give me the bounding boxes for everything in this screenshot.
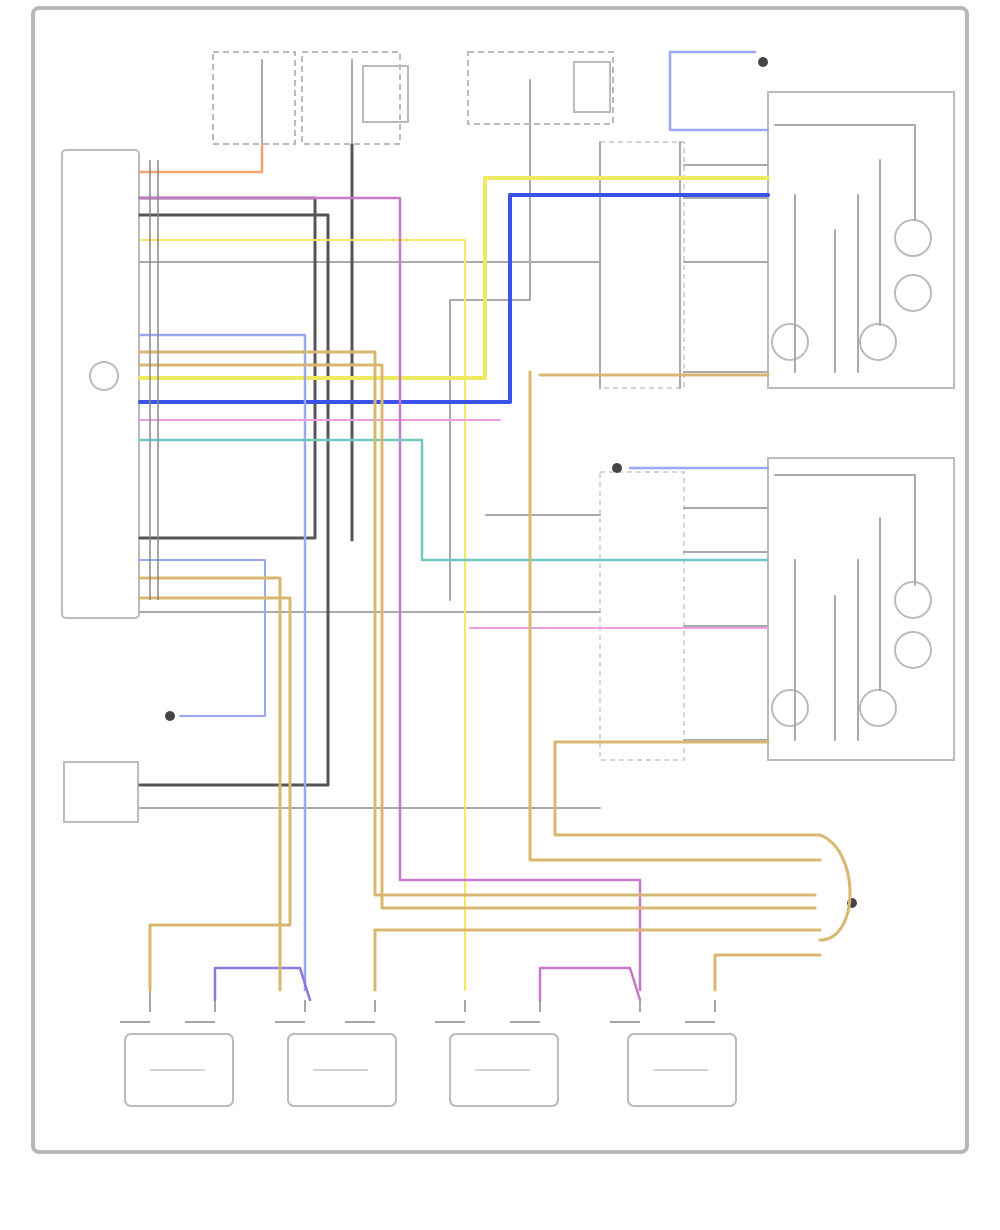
wire-teal — [138, 438, 770, 562]
motor-box-4 — [627, 1033, 737, 1107]
control-unit — [61, 149, 140, 619]
top-components — [212, 51, 614, 145]
right-seat-motor-1 — [894, 219, 932, 257]
bottom-motors — [124, 1033, 737, 1107]
lower-left-module-box — [63, 761, 139, 823]
left-seat-motor-4 — [859, 689, 897, 727]
right-seat-module-box — [767, 91, 955, 389]
motor-box-2 — [287, 1033, 397, 1107]
control-unit-symbol — [89, 361, 119, 391]
left-seat-module-box — [767, 457, 955, 761]
right-seat-module — [599, 91, 955, 389]
right-seat-motor-4 — [859, 323, 897, 361]
wire-yellow — [138, 176, 770, 380]
relay-box — [362, 65, 409, 123]
junction-box-top — [467, 51, 614, 125]
diagram-frame — [31, 6, 969, 1154]
control-unit-box — [61, 149, 140, 619]
motor-box-1 — [124, 1033, 234, 1107]
ground-icon-middle — [612, 463, 622, 473]
terminal-marks — [120, 160, 716, 1023]
sensor-box-top — [573, 61, 611, 113]
right-seat-motor-3 — [771, 323, 809, 361]
left-seat-motor-1 — [894, 581, 932, 619]
left-connector-box — [599, 471, 685, 761]
wire-light-blue-2 — [668, 50, 770, 132]
wire-yellow-2 — [139, 239, 466, 991]
wire-motor-magenta — [538, 966, 642, 1002]
wire-light-blue-4 — [139, 559, 266, 717]
left-seat-motor-2 — [894, 631, 932, 669]
fuse-box-center — [301, 51, 401, 145]
wire-orange — [138, 143, 264, 174]
left-seat-module — [599, 457, 955, 761]
wire-light-blue-1 — [138, 333, 307, 992]
tan-harness — [138, 350, 852, 992]
right-connector-box — [599, 141, 685, 389]
ground-points — [165, 57, 857, 908]
wire-blue — [138, 193, 770, 404]
fuse-box-left — [212, 51, 296, 145]
wire-motor-blue — [213, 966, 312, 1002]
left-seat-motor-3 — [771, 689, 809, 727]
right-seat-motor-2 — [894, 274, 932, 312]
motor-box-3 — [449, 1033, 559, 1107]
ground-icon-top-right — [758, 57, 768, 67]
gray-wires — [139, 59, 916, 1001]
wire-magenta — [138, 196, 642, 992]
ground-icon-left — [165, 711, 175, 721]
